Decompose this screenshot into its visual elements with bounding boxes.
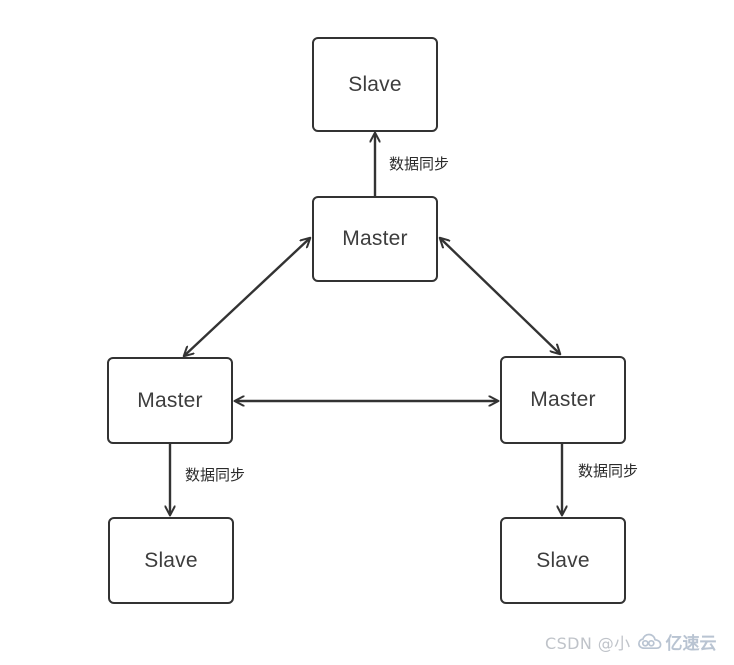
node-master-right-label: Master <box>530 388 596 411</box>
watermark: CSDN @小 亿速云 <box>545 629 717 654</box>
watermark-brand-text: 亿速云 <box>665 634 717 654</box>
node-slave-left-label: Slave <box>144 548 198 572</box>
node-slave-top-label: Slave <box>348 72 402 96</box>
node-master-left-label: Master <box>137 388 203 412</box>
edge-label-sync-left: 数据同步 <box>185 466 246 484</box>
edge-master-left-master-top <box>184 238 310 356</box>
watermark-brand: 亿速云 <box>637 629 717 654</box>
edge-label-sync-top: 数据同步 <box>389 155 450 173</box>
node-master-top-label: Master <box>342 227 408 250</box>
node-master-top[interactable]: Master <box>312 196 438 282</box>
cloud-icon <box>637 633 661 649</box>
node-master-right[interactable]: Master <box>500 356 626 444</box>
node-slave-left[interactable]: Slave <box>108 517 234 604</box>
node-slave-right[interactable]: Slave <box>500 517 626 604</box>
node-slave-top[interactable]: Slave <box>312 37 438 132</box>
edge-master-top-master-right <box>440 238 560 354</box>
watermark-csdn-text: CSDN @小 <box>545 633 631 653</box>
edge-label-sync-right: 数据同步 <box>578 462 639 480</box>
node-master-left[interactable]: Master <box>107 357 233 444</box>
node-slave-right-label: Slave <box>536 548 590 572</box>
